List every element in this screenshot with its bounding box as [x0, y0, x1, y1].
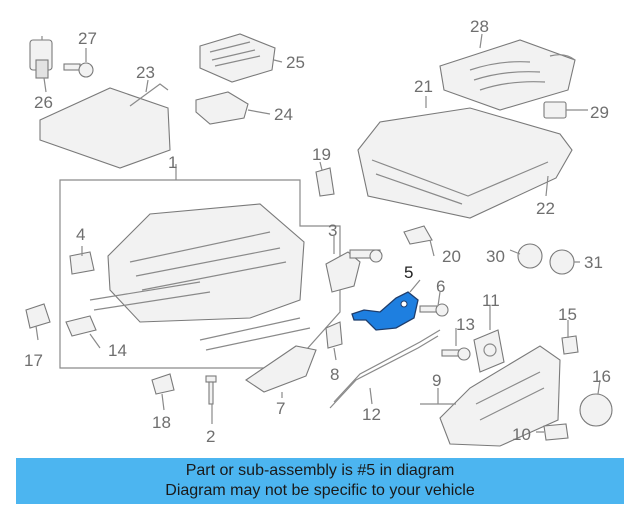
part-16 [579, 393, 613, 427]
callout-7: 7 [276, 399, 285, 418]
callout-21: 21 [414, 77, 433, 96]
part-5-highlight [351, 291, 419, 331]
callout-11: 11 [482, 291, 500, 310]
callout-1: 1 [168, 153, 177, 172]
part-21-cushion [357, 107, 573, 219]
callout-10: 10 [512, 425, 531, 444]
callout-20: 20 [442, 247, 461, 266]
part-19 [315, 167, 335, 197]
part-14 [65, 315, 97, 337]
part-11 [473, 329, 505, 373]
part-29 [543, 101, 567, 119]
callout-29: 29 [590, 103, 609, 122]
part-13 [441, 347, 471, 361]
part-8 [325, 321, 343, 349]
part-28 [439, 39, 576, 111]
part-17 [25, 303, 51, 329]
part-30 [517, 243, 543, 269]
callout-25: 25 [286, 53, 305, 72]
callout-15: 15 [558, 305, 577, 324]
callout-28: 28 [470, 17, 489, 36]
part-15 [561, 335, 579, 355]
callout-5: 5 [404, 263, 413, 282]
part-18 [151, 373, 175, 395]
callout-27: 27 [78, 29, 97, 48]
callout-9: 9 [432, 371, 441, 390]
part-27 [63, 62, 94, 78]
callout-8: 8 [330, 365, 339, 384]
callout-6: 6 [436, 277, 445, 296]
part-12 [329, 335, 439, 409]
callout-16: 16 [592, 367, 611, 386]
callout-24: 24 [274, 105, 293, 124]
part-pad [39, 87, 171, 169]
callout-3: 3 [328, 221, 337, 240]
part-10 [543, 423, 569, 441]
callout-26: 26 [34, 93, 53, 112]
part-4 [69, 251, 95, 275]
callout-19: 19 [312, 145, 331, 164]
callout-18: 18 [152, 413, 171, 432]
part-7 [245, 345, 317, 393]
info-banner: Part or sub-assembly is #5 in diagram Di… [16, 458, 624, 504]
part-3 [325, 249, 383, 293]
callout-22: 22 [536, 199, 555, 218]
part-31 [549, 249, 575, 275]
callout-2: 2 [206, 427, 215, 446]
part-6 [419, 303, 449, 317]
diagram-svg: 1 2 3 4 5 6 7 8 9 10 11 12 13 14 15 16 1… [24, 17, 613, 447]
part-24 [195, 91, 249, 125]
part-2 [205, 375, 217, 405]
callout-4: 4 [76, 225, 85, 244]
callout-13: 13 [456, 315, 475, 334]
part-25 [199, 33, 276, 83]
callout-31: 31 [584, 253, 603, 272]
callout-23: 23 [136, 63, 155, 82]
callout-12: 12 [362, 405, 381, 424]
banner-line-2: Diagram may not be specific to your vehi… [165, 482, 475, 499]
callout-17: 17 [24, 351, 43, 370]
banner-line-1: Part or sub-assembly is #5 in diagram [185, 462, 455, 479]
part-20 [403, 225, 433, 245]
callout-14: 14 [108, 341, 127, 360]
callout-30: 30 [486, 247, 505, 266]
part-26 [29, 39, 53, 79]
part-9 [439, 345, 561, 447]
part-1-frame [89, 203, 311, 351]
parts-diagram: 1 2 3 4 5 6 7 8 9 10 11 12 13 14 15 16 1… [24, 17, 613, 447]
